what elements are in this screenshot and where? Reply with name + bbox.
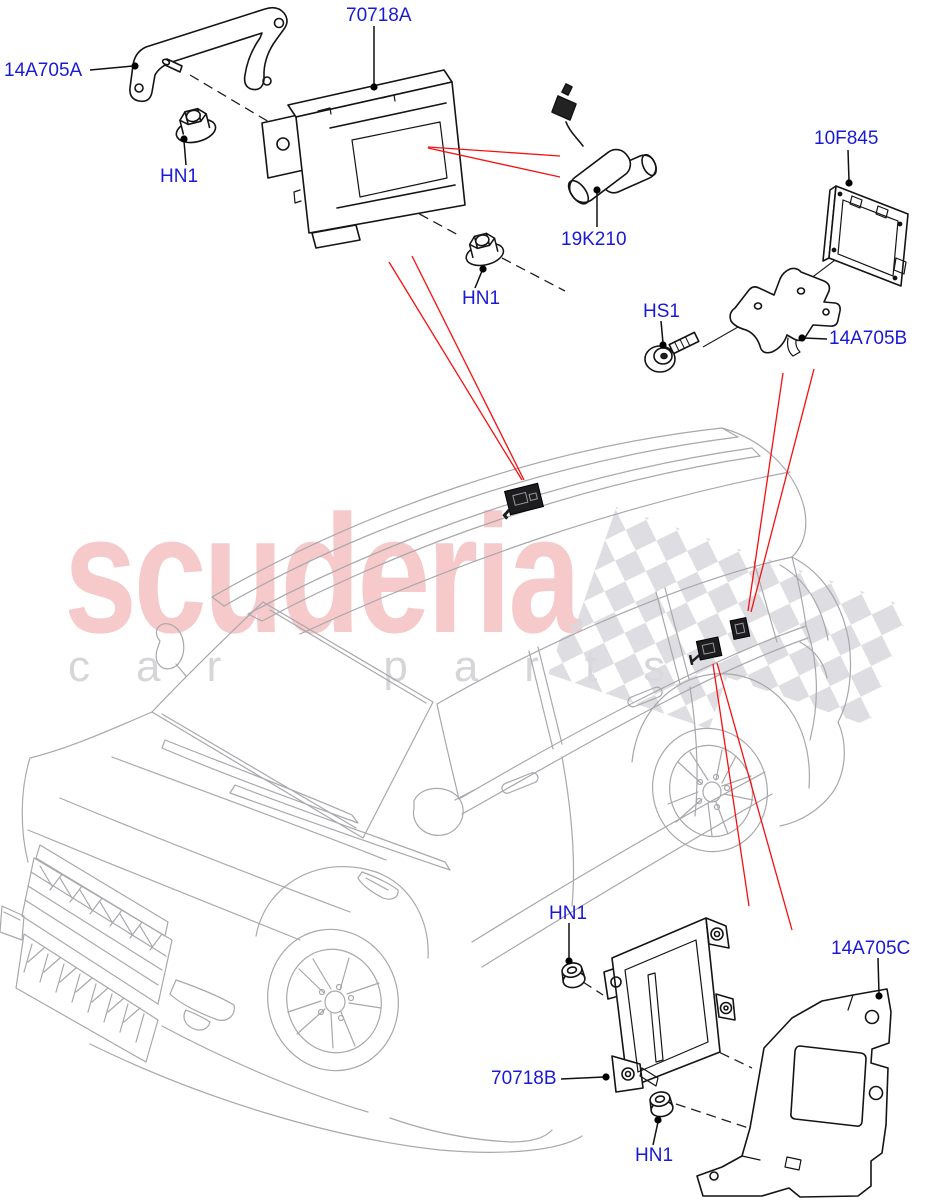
part-label-hn1-d: HN1 — [635, 1145, 674, 1166]
leader-dots — [131, 62, 883, 1124]
car-illustration — [0, 427, 852, 1153]
part-label-hs1: HS1 — [643, 301, 680, 322]
flange-nut-hn1-d-drawing — [649, 1091, 674, 1118]
bracket-14a705b-drawing — [729, 267, 841, 357]
part-label-hn1-a: HN1 — [160, 166, 199, 187]
bracket-14a705c-drawing — [696, 988, 892, 1198]
flange-nut-hn1-a-drawing — [175, 107, 217, 144]
red-locator-lines — [388, 146, 815, 931]
part-label-hn1-b: HN1 — [462, 288, 501, 309]
roof-module-drawing — [502, 482, 545, 520]
part-label-14a705c: 14A705C — [831, 938, 911, 959]
watermark-checkered-flag — [548, 506, 910, 730]
screw-hs1-drawing — [644, 331, 700, 373]
flange-nut-hn1-b-drawing — [465, 232, 505, 267]
flange-nut-hn1-c-drawing — [561, 962, 586, 989]
bracket-14a705a-drawing — [129, 6, 288, 103]
part-label-70718a: 70718A — [346, 5, 412, 26]
module-70718b-drawing — [603, 917, 736, 1093]
part-label-10f845: 10F845 — [814, 128, 879, 149]
antenna-19k210-drawing — [551, 83, 657, 205]
part-label-19k210: 19K210 — [561, 229, 627, 250]
module-10f845-drawing — [822, 185, 909, 287]
label-leader-lines — [89, 26, 880, 1146]
part-label-14a705b: 14A705B — [829, 328, 908, 349]
part-label-70718b: 70718B — [491, 1068, 557, 1089]
rear-lower-module-drawing — [688, 636, 723, 666]
module-70718a-drawing — [261, 69, 466, 249]
part-label-hn1-c: HN1 — [549, 903, 588, 924]
part-label-14a705a: 14A705A — [4, 60, 83, 81]
rear-upper-module-drawing — [729, 616, 751, 641]
